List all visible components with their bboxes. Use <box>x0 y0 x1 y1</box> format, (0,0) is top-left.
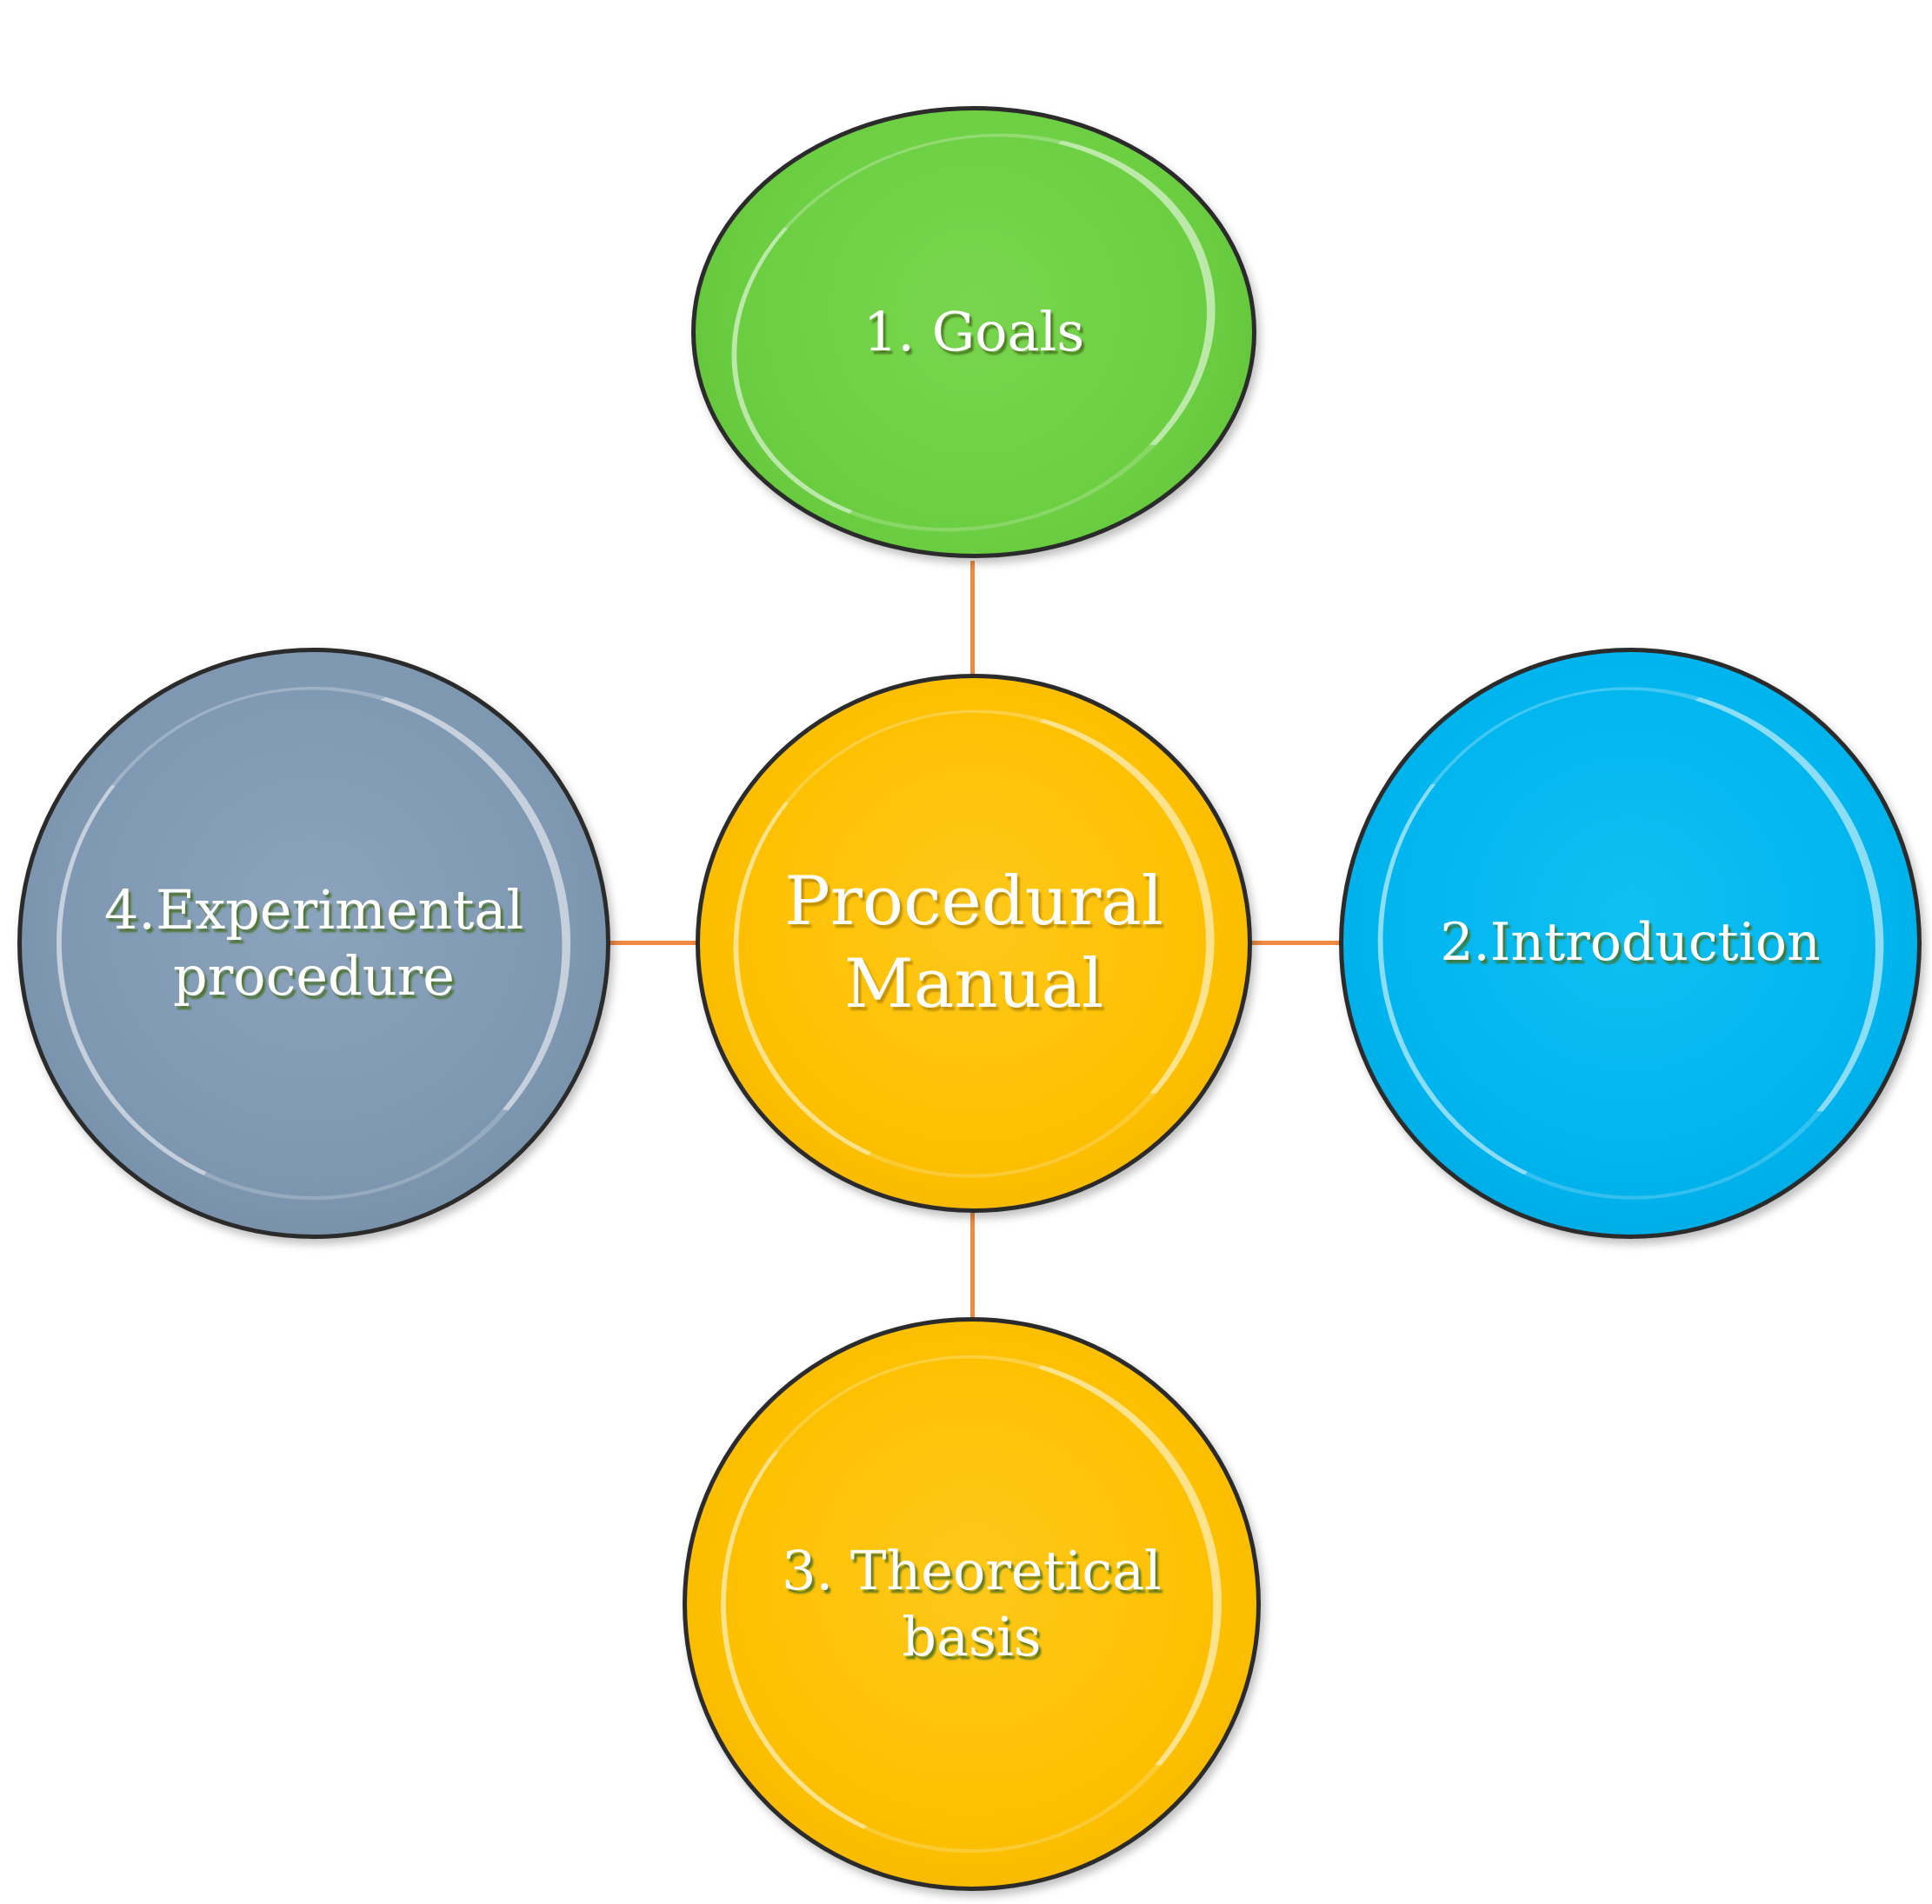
node-label-procedural-manual: Procedural Manual <box>784 862 1163 1023</box>
node-label-theoretical-basis: 3. Theoretical basis <box>782 1539 1162 1668</box>
connector-center-experimental-procedure <box>609 941 704 945</box>
connector-center-goals <box>970 561 975 674</box>
node-label-introduction: 2.Introduction <box>1440 912 1821 974</box>
node-procedural-manual: Procedural Manual <box>696 674 1252 1213</box>
node-introduction: 2.Introduction <box>1339 648 1922 1239</box>
node-label-experimental-procedure: 4.Experimental procedure <box>103 878 524 1008</box>
connector-center-introduction <box>1248 941 1343 945</box>
node-experimental-procedure: 4.Experimental procedure <box>17 648 610 1239</box>
node-goals: 1. Goals <box>691 106 1256 558</box>
connector-center-theoretical-basis <box>970 1213 975 1317</box>
node-theoretical-basis: 3. Theoretical basis <box>683 1317 1261 1891</box>
node-label-goals: 1. Goals <box>863 300 1085 364</box>
